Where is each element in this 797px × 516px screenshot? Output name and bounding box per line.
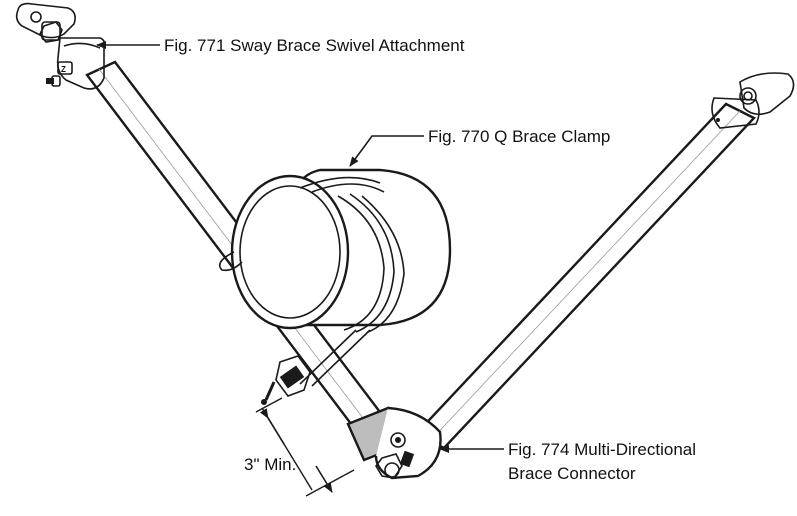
callout-connector: Fig. 774 Multi-Directional Brace Connect… [439, 440, 696, 483]
run-pipe [218, 168, 452, 387]
min-dimension: 3" Min. [244, 397, 355, 497]
callout-brace-clamp: Fig. 770 Q Brace Clamp [349, 127, 610, 167]
callout-swivel-attachment: Fig. 771 Sway Brace Swivel Attachment [96, 36, 465, 55]
label-brace-clamp: Fig. 770 Q Brace Clamp [428, 127, 610, 146]
label-min-distance: 3" Min. [244, 455, 296, 474]
multi-directional-connector [346, 406, 442, 480]
label-connector-line2: Brace Connector [508, 464, 636, 483]
right-brace-pipe [414, 102, 756, 450]
clamp-bolt [261, 355, 311, 405]
upper-right-attachment [711, 72, 795, 129]
label-swivel-attachment: Fig. 771 Sway Brace Swivel Attachment [164, 36, 465, 55]
label-connector-line1: Fig. 774 Multi-Directional [508, 440, 696, 459]
svg-text:Z: Z [61, 65, 66, 74]
swivel-attachment: Z [15, 2, 106, 90]
callout-arrow [349, 135, 424, 167]
